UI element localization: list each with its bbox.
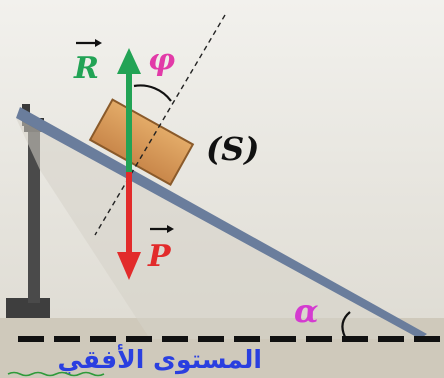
phi-angle-label: φ [148,43,175,78]
solid-label: (S) [206,130,259,168]
alpha-angle-label: α [294,292,319,330]
svg-text:R: R [73,51,99,86]
reaction-vector [117,48,141,172]
vector-p-label: P [147,225,174,274]
inclined-plane [16,107,427,339]
svg-text:المستوى الأفقي: المستوى الأفقي [58,344,263,375]
normal-dashed-line [94,14,226,236]
inclined-plane-face [16,118,420,339]
vector-r-label: R [73,39,102,86]
alpha-angle-arc [341,311,351,338]
weight-vector [117,172,141,280]
ground-label: المستوى الأفقي [7,344,263,377]
phi-angle-arc [133,84,172,102]
svg-text:P: P [147,239,172,274]
